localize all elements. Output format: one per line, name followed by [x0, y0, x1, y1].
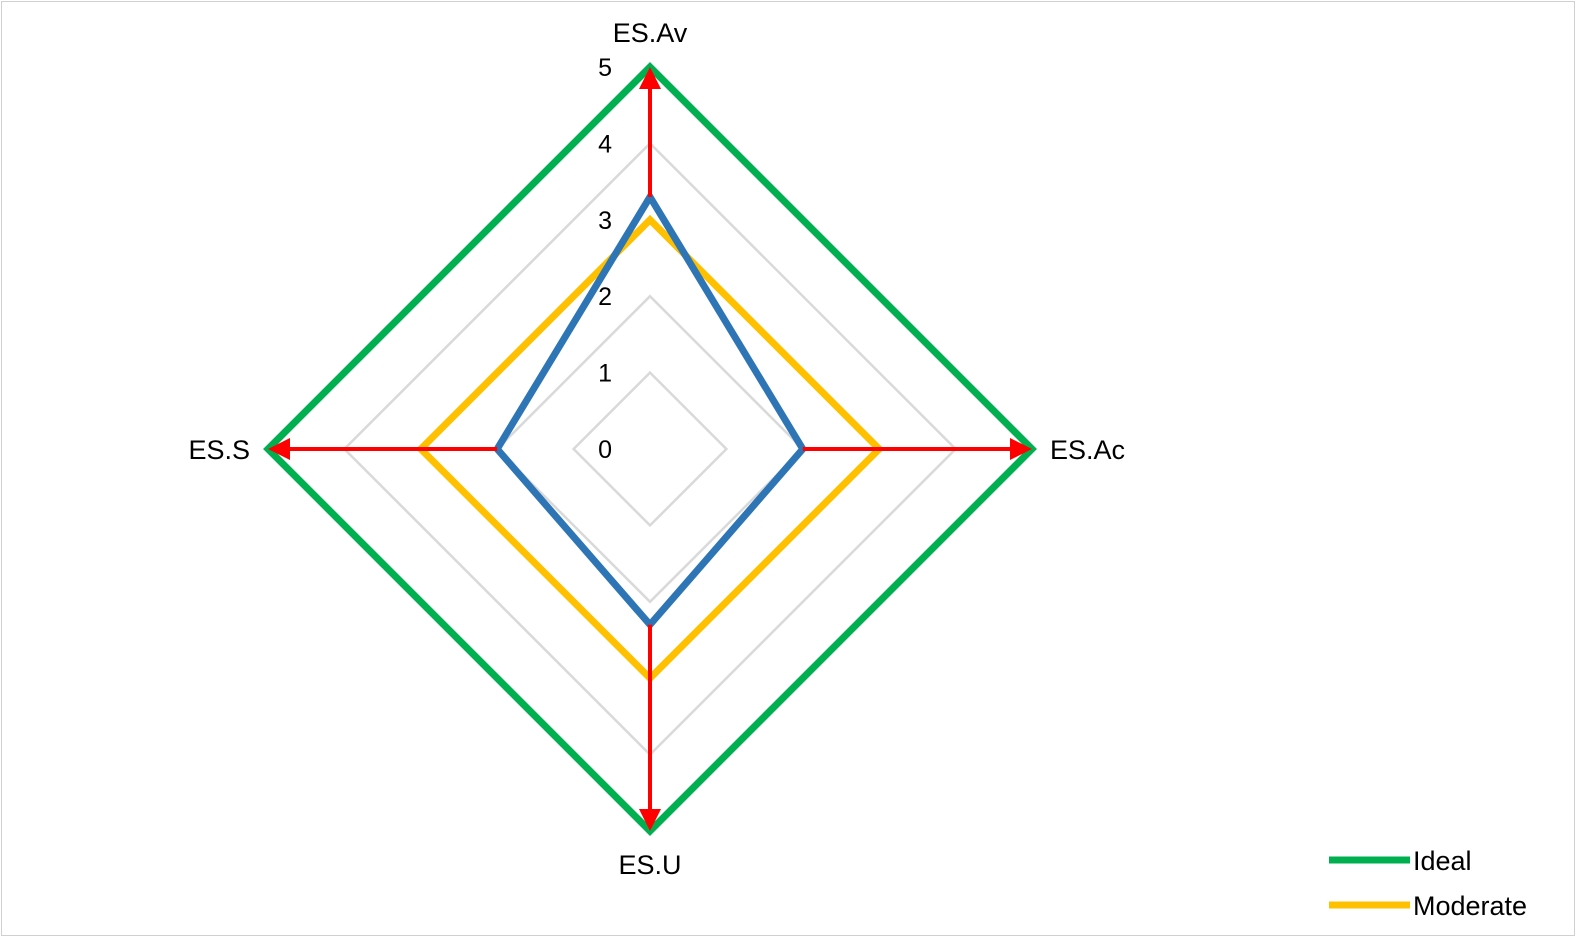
legend-label: Ideal [1413, 846, 1472, 876]
tick-label-0: 0 [598, 436, 612, 464]
tick-label-2: 2 [598, 283, 612, 311]
tick-layer: 0 1 2 3 4 5 [598, 54, 612, 464]
arrow-es-av [639, 67, 661, 197]
tick-label-5: 5 [598, 54, 612, 82]
grid-ring-2 [495, 294, 805, 604]
axis-label-es-u: ES.U [618, 850, 681, 880]
axis-label-es-av: ES.Av [613, 18, 688, 48]
arrow-head [639, 67, 661, 89]
tick-label-1: 1 [598, 360, 612, 388]
tick-label-3: 3 [598, 207, 612, 235]
arrow-layer [268, 67, 1032, 831]
axis-label-es-ac: ES.Ac [1050, 435, 1125, 465]
series-series-2-line [492, 190, 808, 631]
arrow-es-s [268, 438, 498, 460]
axis-label-es-s: ES.S [188, 435, 250, 465]
arrow-es-u [639, 624, 661, 831]
arrow-head [268, 438, 290, 460]
arrow-es-ac [802, 438, 1032, 460]
legend-label: Moderate [1413, 891, 1527, 921]
grid-ring-1 [571, 370, 729, 528]
arrow-head [1010, 438, 1032, 460]
legend-item-ideal: Ideal [1329, 846, 1472, 876]
tick-label-4: 4 [598, 130, 612, 158]
arrow-head [639, 809, 661, 831]
legend-item-moderate: Moderate [1329, 891, 1527, 921]
